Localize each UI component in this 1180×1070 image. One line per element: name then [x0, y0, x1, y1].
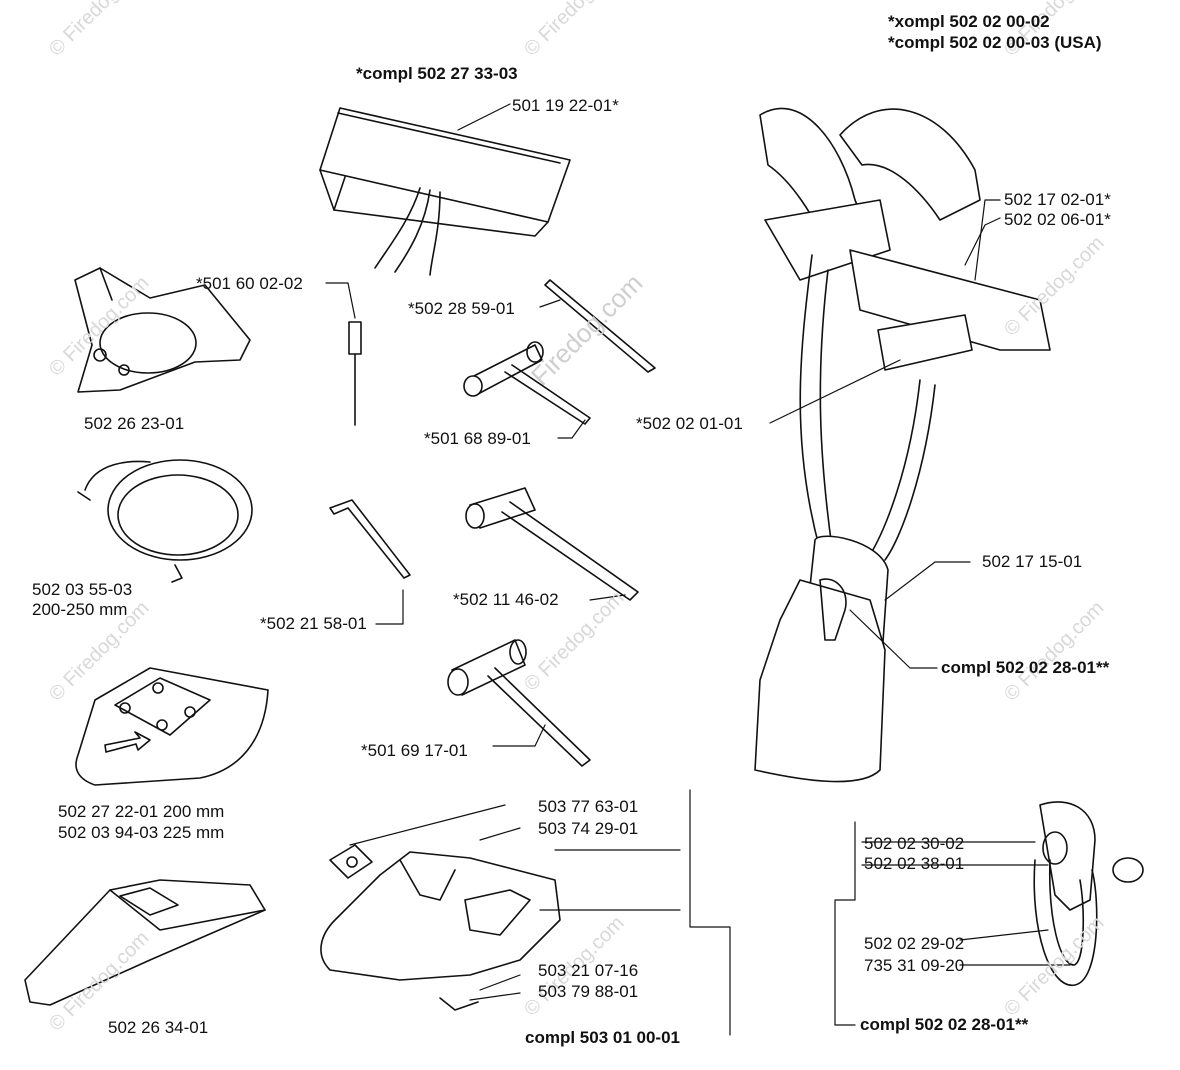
part-label-blade-guard-top: 502 26 23-01	[84, 414, 185, 433]
part-label-harness-strap-a: 502 17 02-01*	[1004, 190, 1111, 209]
part-label-tool-bag: 501 19 22-01*	[512, 96, 619, 115]
part-label-cover-decal: 503 74 29-01	[538, 819, 639, 838]
part-label-combi-wrench-small: *501 68 89-01	[424, 429, 531, 448]
harness-header-line1: *xompl 502 02 00-02	[888, 12, 1050, 31]
part-label-line-guard: 502 03 55-03	[32, 580, 133, 599]
part-label-harness-plate: *502 02 01-01	[636, 414, 743, 433]
part-label-hook-part-4: 735 31 09-20	[864, 956, 965, 975]
part-label-combi-wrench-large: *501 69 17-01	[361, 741, 468, 760]
hook-assembly-drawing	[1033, 801, 1144, 986]
hex-key-drawing	[329, 499, 411, 579]
part-label-hook-part-3: 502 02 29-02	[864, 934, 965, 953]
rivet-drawing	[348, 321, 362, 426]
harness-drawing	[754, 107, 1051, 783]
screwdriver-drawing	[544, 279, 656, 373]
part-label-screwdriver: *502 28 59-01	[408, 299, 515, 318]
trimmer-cover-drawing	[320, 844, 561, 1011]
harness-header-line2: *compl 502 02 00-03 (USA)	[888, 33, 1102, 52]
combi-wrench-small-drawing	[463, 341, 591, 425]
part-label-cover-screw: 503 21 07-16	[538, 961, 639, 980]
part-label-guard-shield-lower: 502 26 34-01	[108, 1018, 209, 1037]
part-label-line-guard-size: 200-250 mm	[32, 600, 128, 619]
line-guard-drawing	[77, 459, 253, 583]
tool-bag-drawing	[319, 107, 571, 276]
combi-wrench-large-drawing	[447, 639, 591, 767]
part-label-guard-225: 502 03 94-03 225 mm	[58, 823, 225, 842]
combi-wrench-mid-drawing	[465, 487, 639, 601]
part-label-harness-hook-kit: compl 502 02 28-01**	[941, 658, 1110, 677]
part-label-cut-off-bottom: compl 503 01 00-01	[525, 1028, 680, 1047]
leader-lines	[325, 103, 1071, 1036]
part-label-rivet: *501 60 02-02	[196, 274, 303, 293]
part-label-combi-wrench-mid: *502 11 46-02	[453, 590, 559, 609]
part-label-cover-nut: 503 79 88-01	[538, 982, 639, 1001]
part-label-harness-strap-b: 502 02 06-01*	[1004, 210, 1111, 229]
guard-shield-lower-drawing	[24, 879, 266, 1006]
kit-header: *compl 502 27 33-03	[356, 64, 518, 83]
guard-200-drawing	[75, 667, 269, 786]
part-label-hook-part-1: 502 02 30-02	[864, 834, 965, 853]
part-label-harness-pad: 502 17 15-01	[982, 552, 1083, 571]
part-label-hook-kit-bottom: compl 502 02 28-01**	[860, 1015, 1029, 1034]
part-label-hex-key: *502 21 58-01	[260, 614, 367, 633]
part-label-cover-plate: 503 77 63-01	[538, 797, 639, 816]
blade-guard-top-drawing	[74, 267, 251, 393]
part-label-hook-part-2: 502 02 38-01	[864, 854, 965, 873]
part-label-guard-200: 502 27 22-01 200 mm	[58, 802, 225, 821]
